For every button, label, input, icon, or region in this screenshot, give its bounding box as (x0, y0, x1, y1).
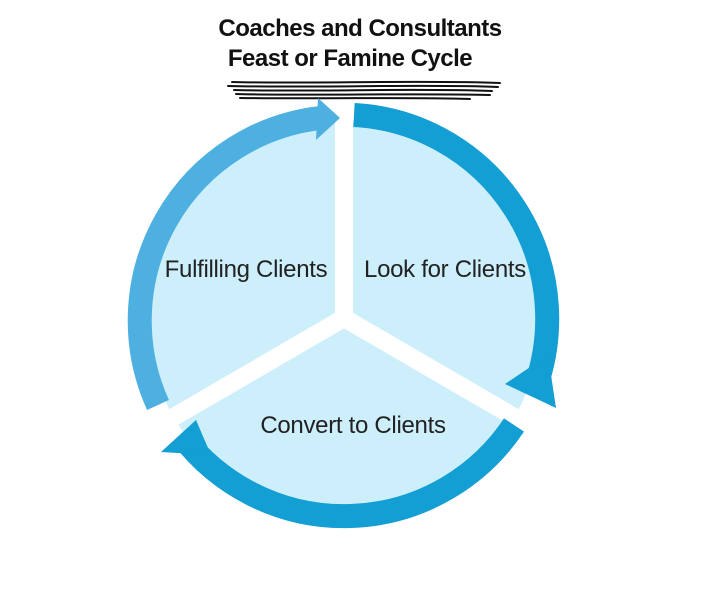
diagram-title: Coaches and Consultants Feast or Famine … (150, 14, 570, 74)
arrow-look-to-convert (353, 103, 560, 408)
title-line-1: Coaches and Consultants (218, 15, 502, 42)
divider-lower-right (339, 310, 545, 440)
segment-dividers (143, 100, 545, 440)
segment-label-fulfill: Fulfilling Clients (165, 256, 328, 283)
title-line-2: Feast or Famine Cycle (227, 45, 473, 72)
divider-lower-left (143, 310, 349, 440)
arrow-convert-to-fulfill (161, 418, 524, 529)
title-underline (227, 80, 501, 100)
segment-label-look: Look for Clients (364, 256, 526, 283)
arrow-fulfill-to-look (127, 98, 340, 410)
segment-label-convert: Convert to Clients (260, 412, 446, 439)
